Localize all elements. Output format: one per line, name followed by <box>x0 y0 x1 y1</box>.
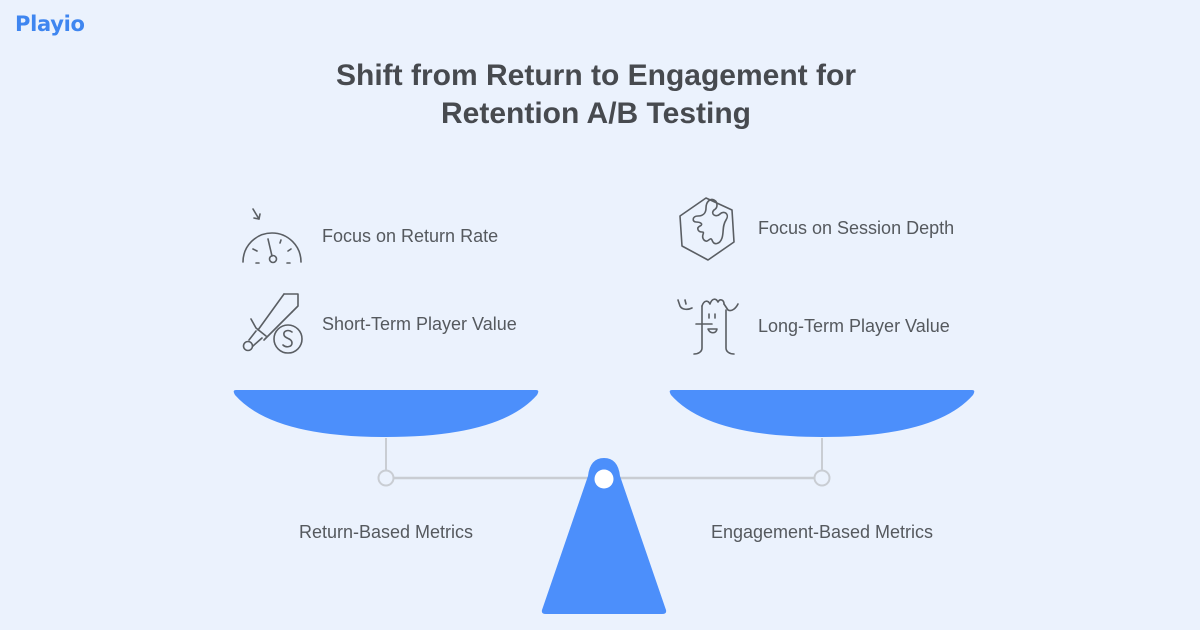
page-title: Shift from Return to Engagement for Rete… <box>0 57 1192 133</box>
left-item-short-term-value: Short-Term Player Value <box>236 288 522 360</box>
right-item-label: Long-Term Player Value <box>758 316 950 336</box>
left-joint <box>377 469 395 487</box>
tree-character-icon <box>672 290 744 362</box>
right-item-label: Focus on Session Depth <box>758 218 955 238</box>
fulcrum-pivot <box>594 469 614 489</box>
engagement-based-metrics-label: Engagement-Based Metrics <box>710 522 934 542</box>
left-item-label: Short-Term Player Value <box>322 314 517 334</box>
title-line-1: Shift from Return to Engagement for <box>336 59 856 92</box>
speedometer-icon <box>236 200 308 272</box>
left-pan <box>233 390 539 437</box>
return-based-metrics-label: Return-Based Metrics <box>298 522 474 542</box>
playio-logo: Playio <box>15 12 85 36</box>
sword-dollar-icon <box>236 288 308 360</box>
left-item-label: Focus on Return Rate <box>322 226 499 246</box>
right-pan <box>669 390 975 437</box>
title-line-2: Retention A/B Testing <box>441 97 751 130</box>
left-item-return-rate: Focus on Return Rate <box>236 200 522 272</box>
fulcrum <box>541 458 667 614</box>
right-item-session-depth: Focus on Session Depth <box>672 192 958 264</box>
right-item-long-term-value: Long-Term Player Value <box>672 290 958 362</box>
hexagon-splash-icon <box>672 192 744 264</box>
right-joint <box>813 469 831 487</box>
